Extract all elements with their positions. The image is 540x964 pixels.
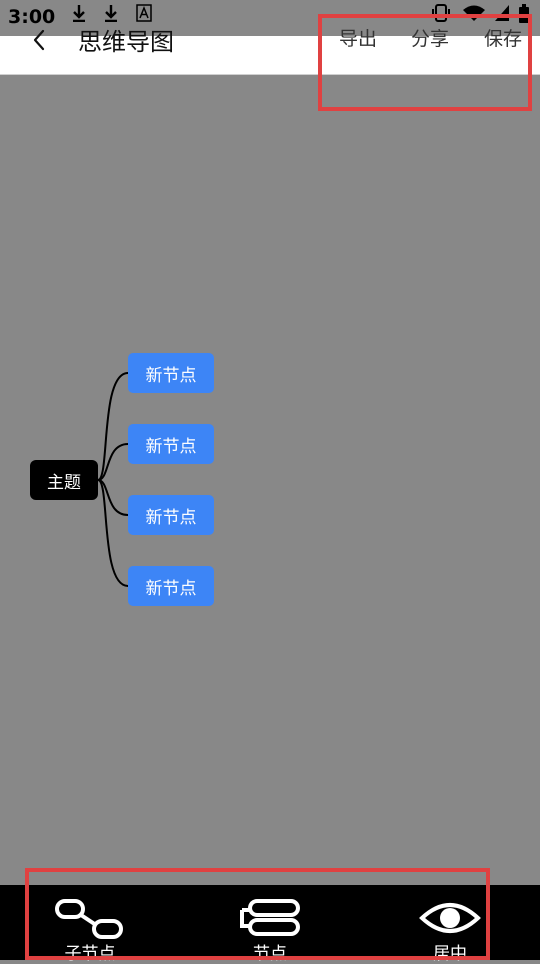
font-icon <box>136 4 152 27</box>
child-node[interactable]: 新节点 <box>128 424 214 464</box>
mindmap-connectors <box>97 372 129 587</box>
add-sibling-node-button[interactable]: 节点 <box>220 885 320 964</box>
center-view-label: 居中 <box>433 944 467 964</box>
download-icon <box>72 4 86 27</box>
mindmap-canvas[interactable]: 主题 新节点 新节点 新节点 新节点 <box>0 75 540 885</box>
sibling-node-icon <box>240 899 300 936</box>
add-sibling-node-label: 节点 <box>253 944 287 964</box>
child-node[interactable]: 新节点 <box>128 566 214 606</box>
eye-icon <box>419 903 481 933</box>
bottom-toolbar: 子节点 节点 居中 <box>0 885 540 964</box>
wifi-icon <box>462 4 486 27</box>
page-title: 思维导图 <box>78 28 174 56</box>
root-topic-node[interactable]: 主题 <box>30 460 98 500</box>
child-node[interactable]: 新节点 <box>128 353 214 393</box>
add-child-node-label: 子节点 <box>64 944 116 964</box>
back-button[interactable] <box>22 20 56 60</box>
add-child-node-button[interactable]: 子节点 <box>40 885 140 964</box>
child-node[interactable]: 新节点 <box>128 495 214 535</box>
app-header: 思维导图 导出 分享 保存 <box>0 28 540 75</box>
back-arrow-icon <box>33 29 45 51</box>
share-button[interactable]: 分享 <box>411 28 450 50</box>
save-button[interactable]: 保存 <box>484 28 523 50</box>
center-view-button[interactable]: 居中 <box>400 885 500 964</box>
export-button[interactable]: 导出 <box>339 28 378 50</box>
status-time: 3:00 <box>8 6 56 28</box>
download-icon <box>104 4 118 27</box>
child-node-icon <box>55 899 123 939</box>
